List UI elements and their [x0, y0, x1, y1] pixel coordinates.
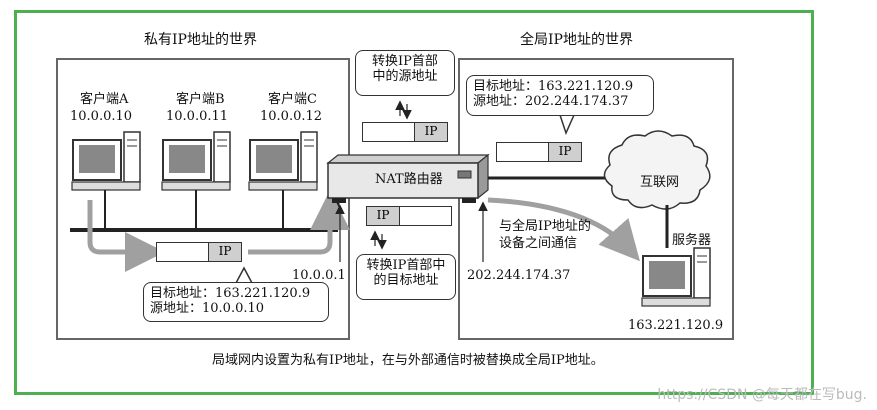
packet-flow-arrow-to-server [487, 197, 640, 262]
router-bottom-note-line2: 的目标地址 [373, 273, 439, 288]
router-bottom-note-line1: 转换IP首部中 [366, 258, 446, 273]
server-label: 服务器 [672, 233, 712, 248]
wan-packet: IP [496, 142, 582, 162]
outer-frame [14, 10, 814, 395]
router-top-packet: IP [362, 122, 448, 142]
client-a-ip: 10.0.0.10 [70, 109, 133, 124]
global-callout-src: 源地址：202.244.174.37 [473, 94, 629, 109]
internet-label: 互联网 [640, 175, 680, 190]
watermark: https://CSDN @每天都在写bug. [657, 387, 867, 403]
router-top-note-line1: 转换IP首部 [372, 54, 438, 69]
packet-flow-arrow-lan [87, 200, 165, 272]
client-c-name: 客户端C [268, 92, 317, 107]
private-world-title: 私有IP地址的世界 [144, 32, 257, 48]
client-c-ip: 10.0.0.12 [260, 109, 323, 124]
caption: 局域网内设置为私有IP地址，在与外部通信时被替换成全局IP地址。 [212, 353, 604, 368]
client-a-name: 客户端A [80, 92, 129, 107]
lan-bus [70, 190, 340, 232]
private-callout-src: 源地址：10.0.0.10 [150, 301, 265, 316]
server-ip: 163.221.120.9 [628, 318, 724, 333]
private-callout-dest: 目标地址：163.221.120.9 [150, 286, 311, 301]
client-b-ip: 10.0.0.11 [166, 109, 229, 124]
swap-arrows-top-icon [395, 100, 412, 120]
comm-note-line1: 与全局IP地址的 [499, 219, 591, 234]
router-inside-ip: 10.0.0.1 [292, 268, 346, 283]
global-world-title: 全局IP地址的世界 [520, 32, 633, 48]
router-bottom-note: 转换IP首部中 的目标地址 [356, 254, 456, 300]
router-bottom-packet: IP [366, 206, 452, 226]
server-icon [641, 247, 711, 307]
global-callout-dest: 目标地址：163.221.120.9 [473, 79, 634, 94]
private-address-callout: 目标地址：163.221.120.9 源地址：10.0.0.10 [143, 282, 329, 322]
comm-note-line2: 设备之间通信 [499, 236, 578, 251]
router-top-note: 转换IP首部 中的源地址 [355, 50, 455, 96]
swap-arrows-bottom-icon [370, 230, 387, 250]
callout-tail-left [235, 266, 253, 284]
computer-a-icon [71, 131, 141, 191]
callout-tail-right [559, 114, 575, 136]
router-bottom-packet-ip: IP [367, 207, 400, 225]
computer-b-icon [161, 131, 231, 191]
router-label: NAT路由器 [375, 172, 443, 187]
nat-router-icon [326, 153, 490, 203]
router-top-note-line2: 中的源地址 [372, 69, 438, 84]
internet-cloud-icon [603, 130, 711, 210]
wan-packet-ip: IP [548, 143, 581, 161]
lan-packet: IP [156, 242, 242, 262]
lan-packet-ip: IP [208, 243, 241, 261]
client-b-name: 客户端B [176, 92, 225, 107]
computer-c-icon [248, 131, 318, 191]
router-top-packet-ip: IP [414, 123, 447, 141]
packet-flow-arrow-to-router [248, 190, 350, 255]
global-address-callout: 目标地址：163.221.120.9 源地址：202.244.174.37 [466, 75, 654, 116]
router-outside-ip: 202.244.174.37 [467, 268, 571, 283]
